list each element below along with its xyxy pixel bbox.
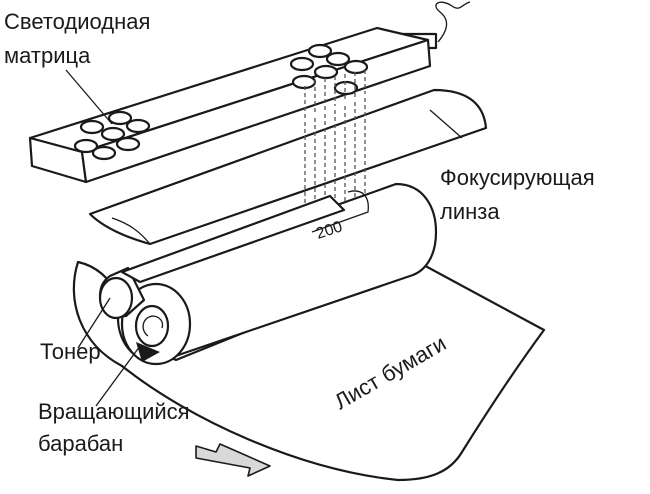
rotation-arrowhead-icon xyxy=(136,342,160,362)
leader-lens xyxy=(429,109,463,139)
led-matrix-label-line2: матрица xyxy=(4,43,91,68)
led-matrix-label-line1: Светодиодная xyxy=(4,9,151,34)
led-cluster-right xyxy=(289,43,369,96)
led-matrix-bar xyxy=(28,1,471,184)
power-cable xyxy=(435,1,471,43)
leader-drum xyxy=(95,345,141,407)
leader-led-matrix xyxy=(65,69,113,125)
toner-label: Тонер xyxy=(40,339,101,364)
toner-roller xyxy=(98,194,346,320)
drum-hub xyxy=(134,304,170,348)
lens-label-line2: линза xyxy=(440,199,500,224)
focusing-lens xyxy=(88,88,488,246)
leader-toner xyxy=(77,297,111,349)
light-beams-upper xyxy=(304,70,366,118)
lens-label-line1: Фокусирующая xyxy=(440,165,595,190)
rotation-arrow-icon xyxy=(142,315,164,337)
drum-label-line2: барабан xyxy=(38,431,124,456)
leader-lines xyxy=(65,69,463,407)
paper-direction-arrow-icon xyxy=(195,443,271,477)
drum-label-line1: Вращающийся xyxy=(38,399,190,424)
led-cluster-left xyxy=(73,110,151,161)
